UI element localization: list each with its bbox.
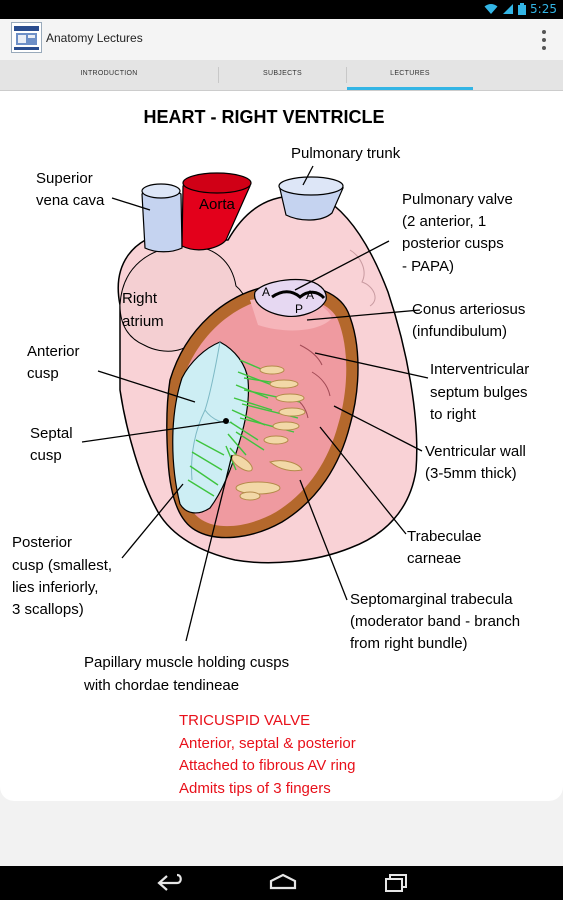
label-pulmonary-valve-1: Pulmonary valve [402,191,513,208]
label-pointer-lines [81,165,429,642]
label-posterior-cusp-2: cusp (smallest, [12,557,112,574]
label-anterior-cusp-1: Anterior [27,343,80,360]
pulmonary-trunk-shape [279,187,344,221]
label-septal-cusp-1: Septal [30,425,73,442]
label-conus-2: (infundibulum) [412,323,507,340]
label-posterior-cusp-4: 3 scallops) [12,601,84,618]
label-pulmonary-trunk: Pulmonary trunk [291,145,401,162]
label-posterior-cusp-3: lies inferiorly, [12,579,98,596]
heart-diagram: A A P [12,107,529,797]
back-icon[interactable] [155,872,185,894]
label-pulmonary-valve-2: (2 anterior, 1 [402,213,486,230]
tab-divider [218,67,219,83]
signal-icon [503,4,514,14]
label-interventricular-2: septum bulges [430,384,528,401]
app-logo-icon[interactable] [11,22,42,53]
status-time: 5:25 [530,2,557,16]
label-papillary-2: with chordae tendineae [83,677,239,694]
pulmonary-valve-shape [254,278,327,317]
tab-bar: INTRODUCTION SUBJECTS LECTURES [0,60,563,91]
label-pulmonary-valve-3: posterior cusps [402,235,504,252]
label-trabeculae-1: Trabeculae [407,528,482,545]
tab-subjects-label: SUBJECTS [263,70,302,77]
label-ventricular-wall-2: (3-5mm thick) [425,465,517,482]
valve-posterior-p: P [295,302,303,316]
overflow-menu-icon[interactable] [537,28,551,52]
aorta-opening [182,172,252,194]
note-fingers: Admits tips of 3 fingers [179,780,331,797]
label-right-atrium-1: Right [122,290,158,307]
label-septal-cusp-2: cusp [30,447,62,464]
tab-subjects[interactable]: SUBJECTS [219,60,346,90]
note-tricuspid-valve: TRICUSPID VALVE [179,712,310,729]
wifi-icon [484,4,498,14]
pulmonary-trunk-opening [278,176,344,196]
lecture-content[interactable]: A A P [0,91,563,801]
label-aorta: Aorta [199,196,236,213]
tricuspid-notes: TRICUSPID VALVE Anterior, septal & poste… [179,712,356,797]
note-cusps: Anterior, septal & posterior [179,735,356,752]
tab-lectures[interactable]: LECTURES [347,60,473,90]
valve-anterior-a1: A [262,285,270,299]
label-septomarginal-2: (moderator band - branch [350,613,520,630]
label-septomarginal-1: Septomarginal trabecula [350,591,513,608]
valve-anterior-a2: A [306,288,314,302]
label-ventricular-wall-1: Ventricular wall [425,443,526,460]
navigation-bar [0,866,563,900]
label-anterior-cusp-2: cusp [27,365,59,382]
pulmonary-valve-cusps [271,290,326,300]
svc-opening [141,183,181,199]
label-septomarginal-3: from right bundle) [350,635,468,652]
home-icon[interactable] [268,872,298,894]
tab-introduction[interactable]: INTRODUCTION [0,60,218,90]
label-conus-1: Conus arteriosus [412,301,525,318]
label-posterior-cusp-1: Posterior [12,534,72,551]
diagram-title: HEART - RIGHT VENTRICLE [144,107,385,127]
app-title: Anatomy Lectures [46,31,143,45]
label-trabeculae-2: carneae [407,550,461,567]
tab-divider [346,67,347,83]
papillary-muscles [231,365,306,501]
label-right-atrium-2: atrium [122,313,164,330]
note-fibrous-ring: Attached to fibrous AV ring [179,757,356,774]
tab-introduction-label: INTRODUCTION [80,70,138,77]
label-pulmonary-valve-4: - PAPA) [402,258,454,275]
status-icons: 5:25 [484,2,557,16]
status-bar: 5:25 [0,0,563,19]
tab-lectures-label: LECTURES [390,70,430,77]
battery-icon [518,3,527,15]
label-interventricular-1: Interventricular [430,361,529,378]
diagram-labels: Pulmonary trunk Superior vena cava Aorta… [12,145,529,694]
recent-apps-icon[interactable] [381,872,411,894]
label-interventricular-3: to right [430,406,477,423]
action-bar: Anatomy Lectures [0,19,563,60]
label-superior-vena-cava-1: Superior [36,170,93,187]
label-superior-vena-cava-2: vena cava [36,192,105,209]
label-papillary-1: Papillary muscle holding cusps [84,654,289,671]
